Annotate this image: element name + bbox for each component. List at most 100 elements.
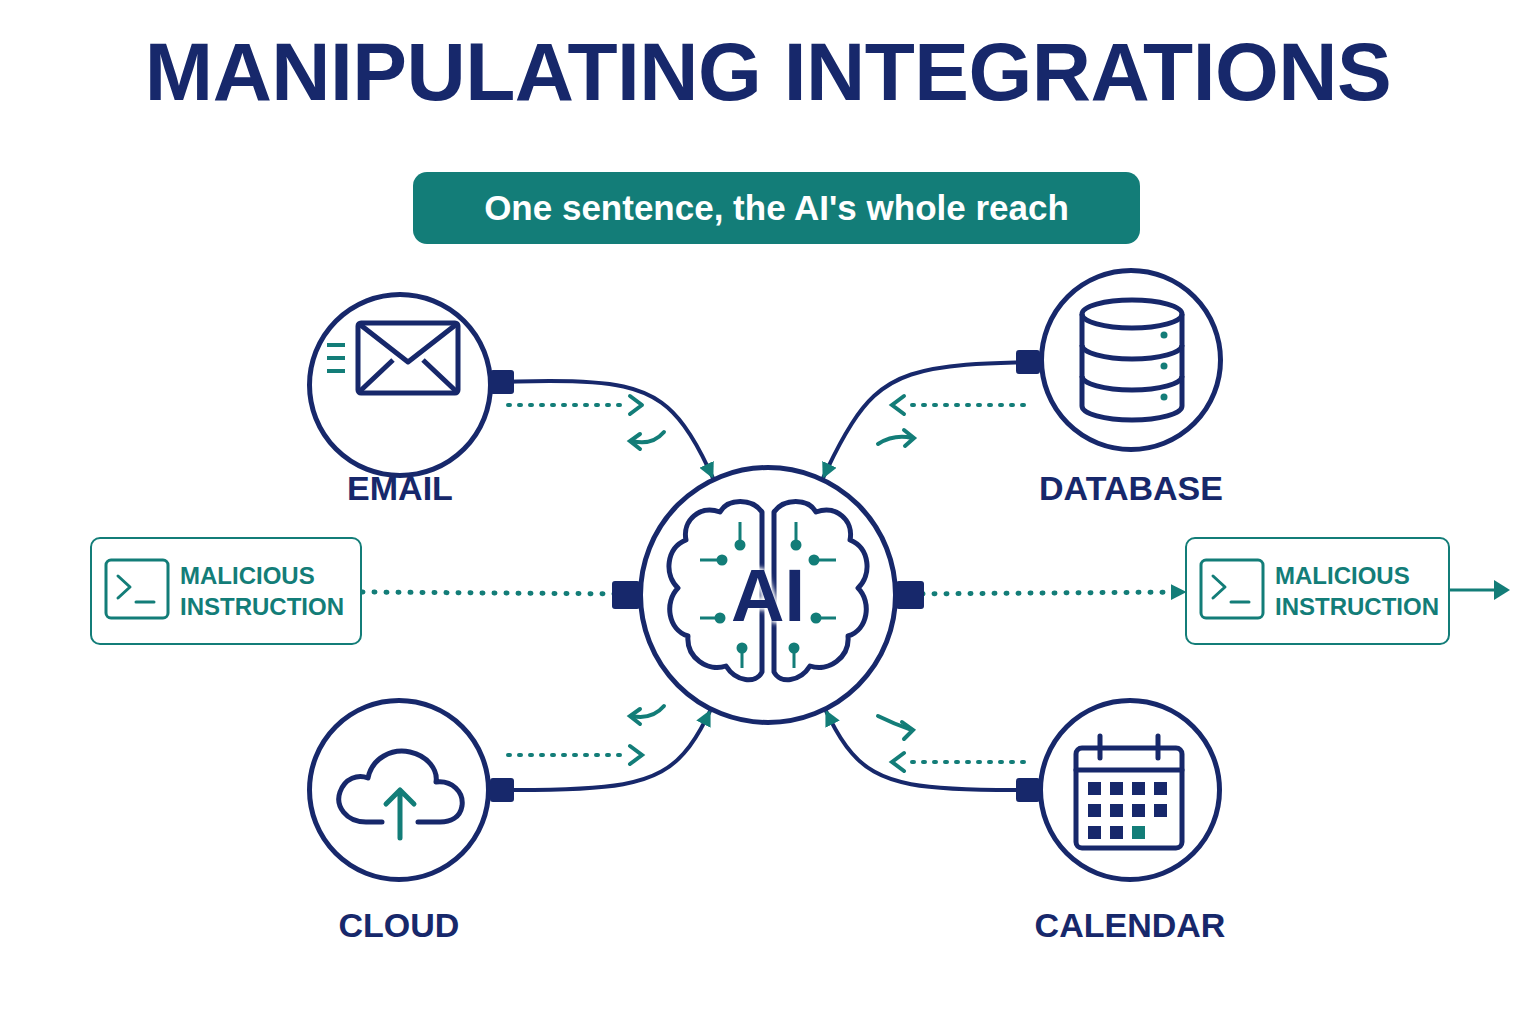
null [700, 522, 836, 668]
email-icon [358, 360, 458, 393]
integration-cable [493, 381, 713, 477]
calendar-icon [1132, 826, 1145, 839]
integration-label: CALENDAR [958, 905, 1302, 945]
null [718, 556, 726, 564]
flow-arrow [902, 722, 913, 739]
database-icon [1082, 300, 1182, 420]
email-icon [358, 323, 458, 393]
diagram-title: MANIPULATING INTEGRATIONS [0, 22, 1536, 122]
flow-arrow [630, 709, 640, 724]
calendar-icon [1088, 782, 1101, 795]
calendar-icon [1088, 826, 1101, 839]
database-icon [1082, 300, 1182, 328]
calendar-icon [1110, 826, 1123, 839]
cable-plug [490, 350, 1040, 802]
brain-icon [669, 502, 762, 680]
email-icon [327, 323, 458, 393]
ai-label: AI [638, 465, 898, 725]
calendar-icon [1088, 804, 1101, 817]
terminal-icon [1201, 560, 1263, 618]
null [716, 614, 724, 622]
calendar-icon [1076, 736, 1182, 770]
terminal-icon [1213, 576, 1249, 602]
cable-plug [896, 581, 924, 609]
flow-arrow [906, 760, 1024, 764]
calendar-icon [1110, 804, 1123, 817]
integration-circle: DATABASE [1039, 268, 1223, 452]
cloud-icon [339, 751, 462, 838]
null [790, 644, 798, 652]
cable-plug [490, 370, 514, 394]
database-icon [1161, 332, 1168, 339]
cable-plug [1016, 350, 1040, 374]
flow-arrow [630, 396, 642, 414]
circle-outline [307, 292, 493, 478]
instruction-text: MALICIOUS INSTRUCTION [1275, 539, 1453, 643]
cable-plug [490, 778, 514, 802]
integration-circle: AI [638, 465, 898, 725]
subtitle-pill: One sentence, the AI's whole reach [413, 172, 1140, 244]
flow-arrow [632, 706, 664, 717]
circle-outline [1038, 698, 1222, 882]
flow-arrow [906, 403, 1024, 407]
flow-arrow [892, 753, 904, 771]
null [812, 614, 820, 622]
instruction-text: MALICIOUS INSTRUCTION [180, 539, 358, 643]
flow-arrow [878, 437, 912, 444]
flow-arrow [1494, 580, 1510, 600]
null [810, 556, 818, 564]
integration-circle: CLOUD [307, 698, 491, 882]
integration-label: DATABASE [959, 468, 1303, 508]
integration-circle: EMAIL [307, 292, 493, 478]
flow-arrow [508, 403, 628, 407]
flow-arrow [878, 716, 912, 730]
terminal-icon [118, 576, 154, 602]
integration-cable [826, 711, 1038, 790]
database-icon [1082, 314, 1182, 420]
calendar-icon [1154, 782, 1167, 795]
circle-outline [307, 698, 491, 882]
null [700, 522, 836, 668]
circle-outline [1039, 268, 1223, 452]
flow-arrow [1450, 589, 1496, 592]
flow-arrow [630, 434, 640, 449]
database-icon [1161, 363, 1168, 370]
flow-arrow [904, 430, 914, 446]
email-icon [327, 345, 345, 371]
injection-arrow [362, 592, 638, 594]
instruction-box: MALICIOUS INSTRUCTION [90, 537, 362, 645]
calendar-icon [1132, 804, 1145, 817]
injection-arrow [898, 592, 1185, 594]
database-icon [1082, 345, 1182, 390]
integration-circle: CALENDAR [1038, 698, 1222, 882]
circle-outline [1041, 701, 1220, 880]
brain-icon [669, 502, 867, 680]
flow-arrow [632, 432, 664, 442]
cloud-icon [339, 751, 462, 822]
instruction-box: MALICIOUS INSTRUCTION [1185, 537, 1450, 645]
circle-outline [310, 295, 491, 476]
null [736, 541, 744, 549]
calendar-icon [1132, 782, 1145, 795]
cable-plug [612, 581, 640, 609]
integration-label: EMAIL [227, 468, 573, 508]
integration-label: CLOUD [227, 905, 571, 945]
calendar-icon [1076, 736, 1182, 848]
circle-outline [310, 701, 489, 880]
database-icon [1161, 394, 1168, 401]
subtitle-text: One sentence, the AI's whole reach [484, 188, 1069, 228]
flow-arrow [892, 396, 904, 414]
cloud-icon [386, 790, 414, 838]
integration-cable [491, 711, 710, 790]
null [792, 541, 800, 549]
cable-plug [1016, 778, 1040, 802]
terminal-icon [106, 560, 1263, 618]
flow-arrow [630, 746, 642, 764]
calendar-icon [1154, 804, 1167, 817]
calendar-icon [1110, 782, 1123, 795]
integration-cable [823, 362, 1039, 477]
null [738, 644, 746, 652]
flow-arrow [508, 753, 628, 757]
